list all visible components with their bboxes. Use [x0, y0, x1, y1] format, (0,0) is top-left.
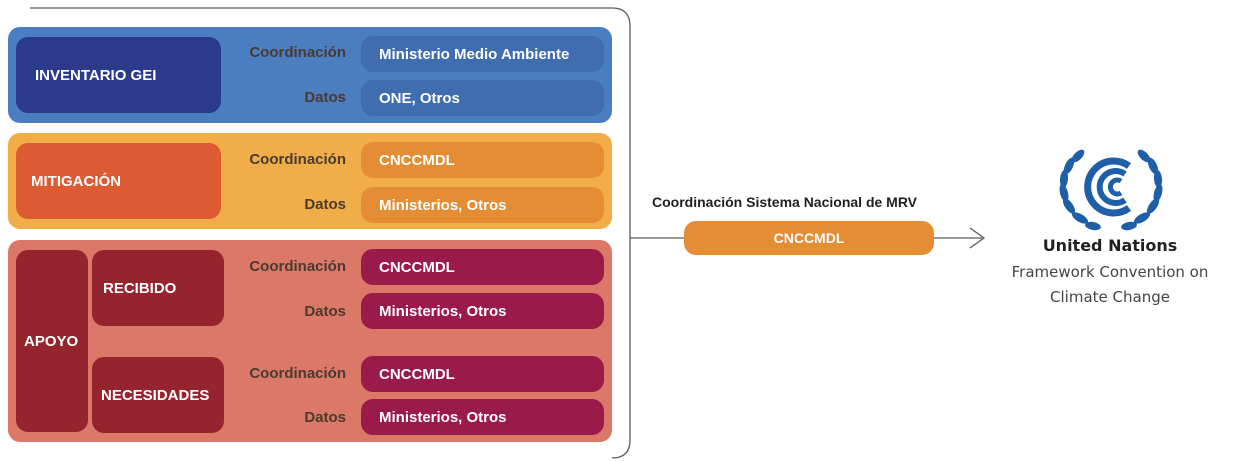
mitigacion-datos-value: Ministerios, Otros [361, 187, 604, 223]
recibido-coord-value: CNCCMDL [361, 249, 604, 285]
recibido-title: RECIBIDO [103, 279, 177, 297]
inventario-title: INVENTARIO GEI [35, 66, 157, 84]
necesidades-coord-value: CNCCMDL [361, 356, 604, 392]
recibido-coord-label: Coordinación [249, 258, 346, 275]
necesidades-category: NECESIDADES [92, 357, 224, 433]
center-title: Coordinación Sistema Nacional de MRV [652, 194, 918, 210]
unfccc-subtitle-2: Climate Change [1050, 288, 1170, 306]
mitigacion-coord-value: CNCCMDL [361, 142, 604, 178]
inventario-category: INVENTARIO GEI [16, 37, 221, 113]
unfccc-name: United Nations [1042, 236, 1178, 255]
unfccc-logo-icon [1059, 149, 1163, 231]
inventario-coord-label: Coordinación [249, 44, 346, 61]
center-value: CNCCMDL [684, 221, 934, 255]
recibido-category: RECIBIDO [92, 250, 224, 326]
necesidades-title: NECESIDADES [101, 386, 210, 404]
mitigacion-category: MITIGACIÓN [16, 143, 221, 219]
unfccc-subtitle-1: Framework Convention on [1011, 263, 1209, 281]
apoyo-category: APOYO [16, 250, 88, 432]
mitigacion-title: MITIGACIÓN [31, 172, 121, 190]
apoyo-title: APOYO [24, 332, 79, 350]
recibido-datos-value: Ministerios, Otros [361, 293, 604, 329]
mitigacion-coord-label: Coordinación [249, 151, 346, 168]
inventario-coord-value: Ministerio Medio Ambiente [361, 36, 604, 72]
recibido-datos-label: Datos [304, 303, 346, 320]
necesidades-datos-value: Ministerios, Otros [361, 399, 604, 435]
mitigacion-datos-label: Datos [304, 196, 346, 213]
necesidades-datos-label: Datos [304, 409, 346, 426]
inventario-datos-value: ONE, Otros [361, 80, 604, 116]
necesidades-coord-label: Coordinación [249, 365, 346, 382]
inventario-datos-label: Datos [304, 89, 346, 106]
